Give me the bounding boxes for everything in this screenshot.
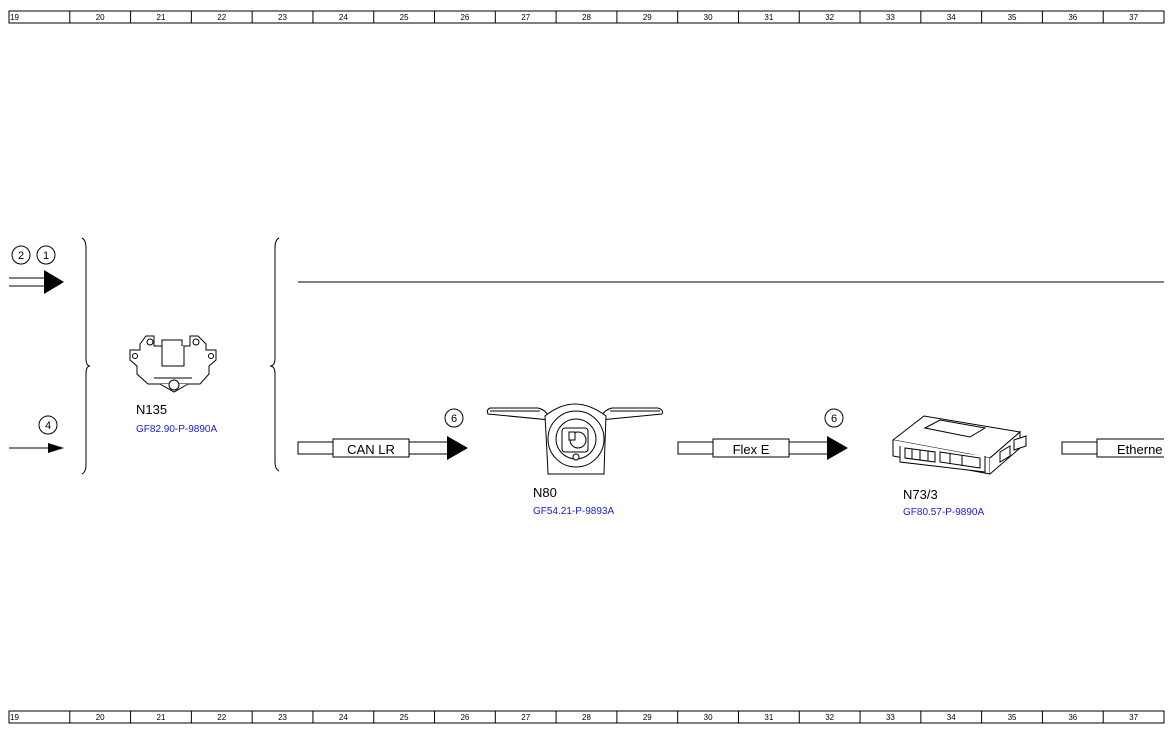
component-doc-link[interactable]: GF82.90-P-9890A <box>136 424 217 435</box>
ruler-number: 21 <box>157 713 166 722</box>
ruler-number: 23 <box>278 13 287 22</box>
ruler-number: 30 <box>704 713 713 722</box>
ruler-number: 37 <box>1129 13 1138 22</box>
connector-number-1: 1 <box>43 250 49 262</box>
left-brace <box>81 237 91 475</box>
bus-label: CAN LR <box>347 442 395 457</box>
ruler-number: 34 <box>947 13 956 22</box>
ruler-number: 25 <box>400 713 409 722</box>
arrow-right-icon <box>447 436 468 460</box>
ruler-number: 19 <box>10 713 19 722</box>
bottom-ruler: 19 20 21 22 23 24 25 26 27 28 29 30 31 32 33 34 35 36 37 <box>8 710 1165 724</box>
ruler-number: 26 <box>460 13 469 22</box>
ruler-number: 36 <box>1068 713 1077 722</box>
ruler-number: 33 <box>886 713 895 722</box>
top-ruler: 19 20 21 22 23 24 25 26 27 28 29 30 31 32 33 34 35 36 37 <box>8 10 1165 24</box>
arrow-right-icon <box>44 270 64 294</box>
ruler-number: 29 <box>643 713 652 722</box>
ruler-number: 28 <box>582 713 591 722</box>
connector-number: 6 <box>831 413 837 425</box>
left-connector-bottom[interactable]: 4 <box>9 415 64 453</box>
ruler-number: 22 <box>217 13 226 22</box>
ruler-number: 21 <box>157 13 166 22</box>
ruler-number: 31 <box>764 13 773 22</box>
ruler-number: 34 <box>947 713 956 722</box>
ruler-number: 32 <box>825 13 834 22</box>
ruler-number: 30 <box>704 13 713 22</box>
bus-flex-e[interactable]: Flex E 6 <box>677 408 848 460</box>
ruler-number: 31 <box>764 713 773 722</box>
right-brace <box>269 237 280 472</box>
ruler-number: 35 <box>1008 713 1017 722</box>
bus-label: Etherne <box>1117 442 1163 457</box>
steering-column-module-icon <box>486 403 663 475</box>
connector-number-2: 2 <box>18 250 24 262</box>
ruler-number: 27 <box>521 713 530 722</box>
ruler-number: 26 <box>460 713 469 722</box>
component-id: N135 <box>136 402 167 417</box>
ruler-number: 36 <box>1068 13 1077 22</box>
component-id: N73/3 <box>903 487 938 502</box>
bus-ethernet[interactable]: Etherne <box>1061 438 1173 458</box>
component-doc-link[interactable]: GF80.57-P-9890A <box>903 507 984 518</box>
ruler-number: 23 <box>278 713 287 722</box>
ruler-number: 29 <box>643 13 652 22</box>
ruler-number: 20 <box>96 713 105 722</box>
ruler-number: 25 <box>400 13 409 22</box>
component-n135[interactable]: N135 GF82.90-P-9890A <box>129 335 217 435</box>
control-unit-icon <box>891 415 1027 475</box>
connector-number: 6 <box>451 413 457 425</box>
arrow-right-icon <box>827 436 848 460</box>
component-id: N80 <box>533 485 557 500</box>
bus-can-lr[interactable]: CAN LR 6 <box>297 408 468 460</box>
arrow-right-icon <box>48 443 64 453</box>
ruler-number: 24 <box>339 13 348 22</box>
component-doc-link[interactable]: GF54.21-P-9893A <box>533 506 614 517</box>
ruler-number: 28 <box>582 13 591 22</box>
ruler-number: 24 <box>339 713 348 722</box>
ruler-number: 35 <box>1008 13 1017 22</box>
ruler-number: 27 <box>521 13 530 22</box>
ruler-number: 22 <box>217 713 226 722</box>
ruler-number: 37 <box>1129 713 1138 722</box>
component-n73-3[interactable]: N73/3 GF80.57-P-9890A <box>891 415 1027 518</box>
control-switch-icon <box>129 335 217 393</box>
connector-number-4: 4 <box>45 420 51 432</box>
ruler-number: 32 <box>825 713 834 722</box>
ruler-number: 33 <box>886 13 895 22</box>
ruler-number: 20 <box>96 13 105 22</box>
bus-label: Flex E <box>733 442 770 457</box>
ruler-number: 19 <box>10 13 19 22</box>
component-n80[interactable]: N80 GF54.21-P-9893A <box>486 403 663 517</box>
left-connector-top[interactable]: 2 1 <box>9 245 64 294</box>
